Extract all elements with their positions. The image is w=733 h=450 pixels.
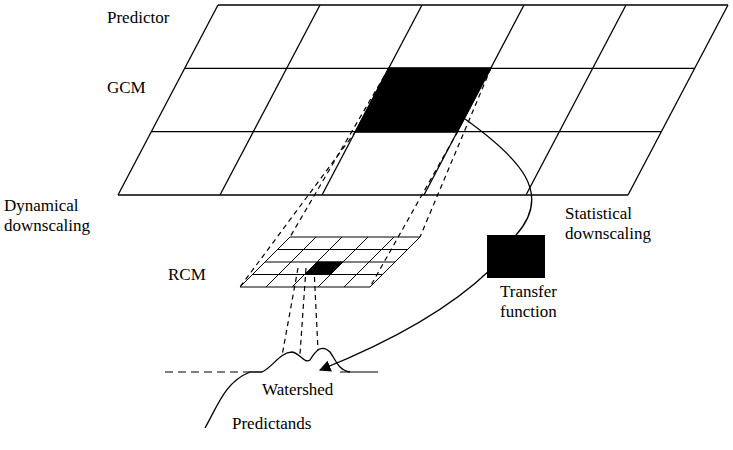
grid-line	[185, 68, 695, 69]
grid-line	[290, 237, 420, 238]
transfer-function-box	[487, 235, 545, 278]
rcm-grid	[240, 237, 420, 287]
grid-line	[118, 5, 218, 195]
dynamical-label: Dynamical downscaling	[4, 196, 114, 236]
rcm-label: RCM	[168, 265, 206, 285]
grid-line	[218, 4, 728, 5]
grid-line	[240, 237, 290, 287]
transfer-label: Transfer function	[500, 282, 580, 322]
watershed-label: Watershed	[262, 380, 333, 400]
gcm-label: GCM	[107, 78, 146, 98]
grid-line	[292, 237, 342, 287]
grid-line	[424, 5, 524, 195]
projection-lines	[240, 68, 491, 356]
statistical-path	[455, 112, 532, 235]
grid-line	[253, 274, 383, 275]
predictor-label: Predictor	[107, 8, 169, 28]
grid-line	[370, 237, 420, 287]
transfer-arrow	[320, 270, 490, 370]
predictands-label: Predictands	[232, 414, 311, 434]
grid-line	[318, 237, 368, 287]
grid-line	[266, 237, 316, 287]
grid-line	[118, 194, 628, 195]
grid-line	[628, 5, 728, 195]
grid-line	[220, 5, 320, 195]
grid-line	[526, 5, 626, 195]
ground-line	[340, 371, 378, 372]
grid-line	[265, 262, 395, 263]
statistical-label: Statistical downscaling	[565, 204, 705, 244]
grid-line	[344, 237, 394, 287]
grid-line	[151, 131, 661, 132]
ground-line	[165, 371, 250, 372]
grid-line	[322, 5, 422, 195]
grid-line	[278, 249, 408, 250]
gcm-grid	[118, 5, 728, 195]
